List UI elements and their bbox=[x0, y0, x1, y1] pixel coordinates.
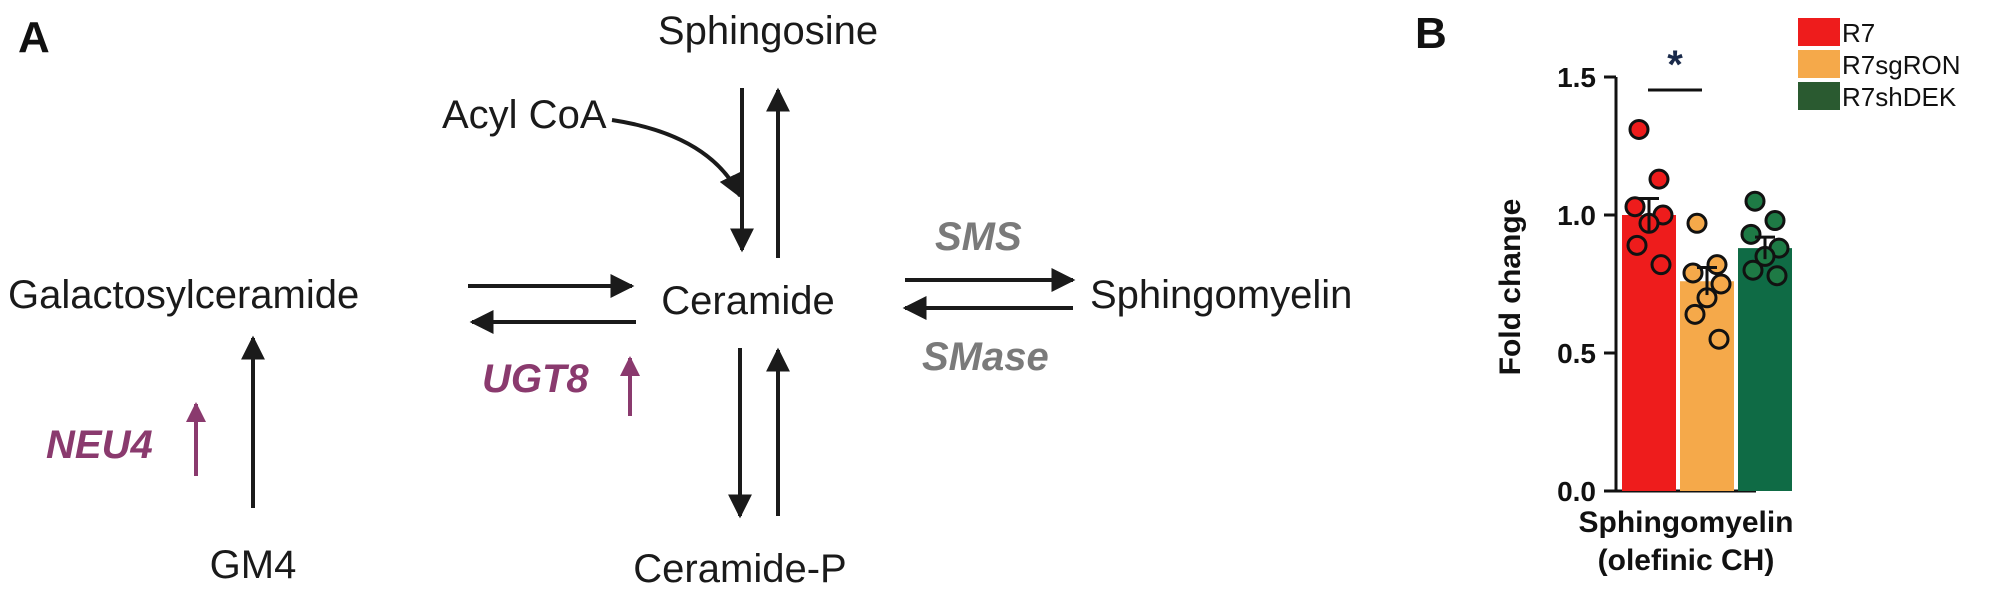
data-point-r7sgron bbox=[1708, 328, 1730, 350]
enzyme-ugt8: UGT8 bbox=[482, 357, 589, 401]
data-point-r7 bbox=[1626, 234, 1648, 256]
legend-swatch-r7shdek bbox=[1798, 82, 1840, 110]
y-tick-label: 0.5 bbox=[1557, 338, 1596, 369]
legend: R7 R7sgRON R7shDEK bbox=[1798, 18, 1960, 112]
node-ceramide-p: Ceramide-P bbox=[633, 547, 846, 591]
legend-label-r7shdek: R7shDEK bbox=[1842, 82, 1957, 112]
bar-r7shdek bbox=[1738, 248, 1792, 491]
panel-a-label: A bbox=[18, 13, 50, 62]
node-acyl-coa: Acyl CoA bbox=[442, 93, 607, 137]
y-ticks: 0.0 0.5 1.0 1.5 bbox=[1557, 62, 1616, 507]
data-point-r7 bbox=[1650, 254, 1672, 276]
node-gm4: GM4 bbox=[210, 543, 297, 587]
error-bars bbox=[1639, 196, 1775, 296]
data-point-r7shdek bbox=[1740, 223, 1762, 245]
data-point-r7 bbox=[1648, 168, 1670, 190]
bar-r7 bbox=[1622, 215, 1676, 491]
data-point-r7sgron bbox=[1710, 273, 1732, 295]
enzyme-smase: SMase bbox=[922, 335, 1049, 379]
data-point-r7 bbox=[1624, 196, 1646, 218]
enzyme-sms: SMS bbox=[935, 215, 1022, 259]
panel-b: B R7 R7sgRON R7shDEK Fold change 0.0 0.5 1… bbox=[1415, 9, 1960, 577]
data-point-r7shdek bbox=[1764, 210, 1786, 232]
category-label-line1: Sphingomyelin bbox=[1578, 506, 1793, 539]
category-label-line2: (olefinic CH) bbox=[1598, 544, 1775, 577]
legend-label-r7sgron: R7sgRON bbox=[1842, 50, 1960, 80]
y-tick-label: 0.0 bbox=[1557, 476, 1596, 507]
data-points bbox=[1624, 118, 1790, 350]
significance-star: * bbox=[1667, 43, 1683, 87]
enzyme-neu4: NEU4 bbox=[46, 423, 153, 467]
y-axis-title: Fold change bbox=[1494, 199, 1527, 376]
panel-a: A Sphingosine Acyl CoA Galactosylceramid… bbox=[8, 9, 1352, 591]
data-point-r7shdek bbox=[1744, 190, 1766, 212]
node-ceramide: Ceramide bbox=[661, 279, 834, 323]
node-sphingomyelin: Sphingomyelin bbox=[1090, 273, 1352, 317]
node-sphingosine: Sphingosine bbox=[658, 9, 878, 53]
data-point-r7shdek bbox=[1766, 265, 1788, 287]
node-galactosylceramide: Galactosylceramide bbox=[8, 273, 359, 317]
data-point-r7sgron bbox=[1706, 254, 1728, 276]
panel-b-label: B bbox=[1415, 9, 1447, 58]
y-tick-label: 1.5 bbox=[1557, 62, 1596, 93]
data-point-r7shdek bbox=[1742, 259, 1764, 281]
data-point-r7sgron bbox=[1686, 212, 1708, 234]
legend-label-r7: R7 bbox=[1842, 18, 1875, 48]
legend-swatch-r7 bbox=[1798, 18, 1840, 46]
data-point-r7sgron bbox=[1684, 303, 1706, 325]
legend-swatch-r7sgron bbox=[1798, 50, 1840, 78]
y-tick-label: 1.0 bbox=[1557, 200, 1596, 231]
data-point-r7 bbox=[1628, 118, 1650, 140]
arrow-acyl-coa bbox=[611, 118, 742, 199]
